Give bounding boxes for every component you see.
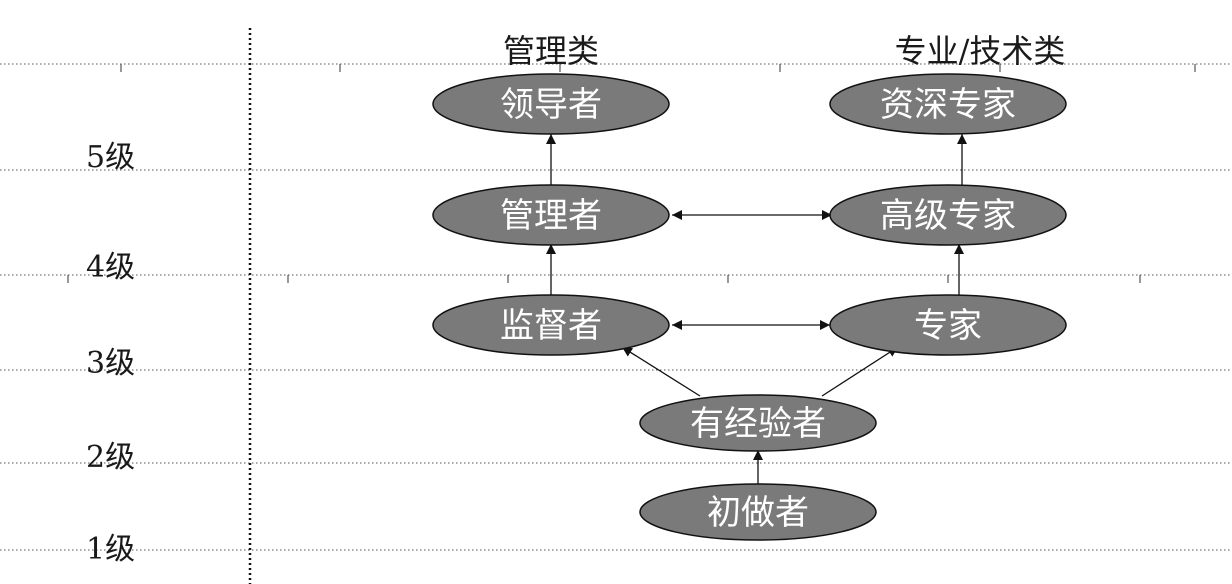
- node-expert: 专家: [829, 294, 1067, 356]
- node-ellipse: [829, 73, 1067, 135]
- node-ellipse: [829, 294, 1067, 356]
- node-label: 专家: [914, 306, 982, 346]
- node-manager: 管理者: [432, 184, 670, 246]
- node-ellipse: [639, 394, 877, 452]
- edge-experienced-to-supervisor: [621, 346, 701, 397]
- node-label: 监督者: [500, 306, 602, 346]
- node-label: 初做者: [707, 493, 809, 533]
- column-header-management: 管理类: [503, 32, 599, 70]
- edge-experienced-to-expert: [821, 346, 899, 397]
- level-label-4: 4级: [86, 250, 135, 285]
- node-beginner: 初做者: [639, 483, 877, 541]
- column-header-professional: 专业/技术类: [895, 32, 1066, 70]
- node-leader: 领导者: [432, 73, 670, 135]
- level-label-3: 3级: [86, 346, 135, 381]
- level-label-5: 5级: [86, 140, 135, 175]
- node-label: 资深专家: [880, 85, 1016, 125]
- node-ellipse: [432, 294, 670, 356]
- node-ellipse: [432, 184, 670, 246]
- level-label-2: 2级: [86, 440, 135, 475]
- node-label: 高级专家: [880, 196, 1016, 236]
- node-senior-expert: 资深专家: [829, 73, 1067, 135]
- node-advanced-expert: 高级专家: [829, 184, 1067, 246]
- node-label: 管理者: [500, 196, 602, 236]
- node-ellipse: [432, 73, 670, 135]
- node-ellipse: [639, 483, 877, 541]
- node-supervisor: 监督者: [432, 294, 670, 356]
- node-experienced: 有经验者: [639, 394, 877, 452]
- level-label-1: 1级: [86, 532, 135, 567]
- node-label: 有经验者: [690, 404, 826, 444]
- node-ellipse: [829, 184, 1067, 246]
- node-label: 领导者: [500, 85, 602, 125]
